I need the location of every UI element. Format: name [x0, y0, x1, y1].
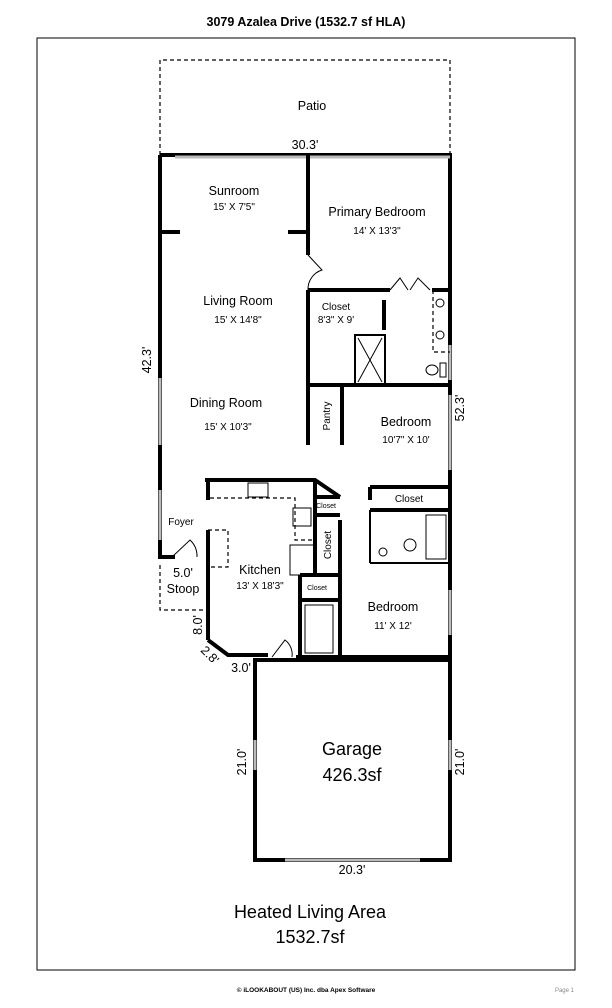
dimension-garage-right: 21.0'	[453, 749, 467, 776]
page-title: 3079 Azalea Drive (1532.7 sf HLA)	[207, 15, 406, 29]
room-dims-bedroom-2: 10'7" X 10'	[382, 435, 429, 446]
summary-label: Heated Living Area	[234, 902, 387, 922]
room-dims-sunroom: 15' X 7'5"	[213, 202, 255, 213]
dimension-garage-bottom: 20.3'	[339, 863, 366, 877]
room-label-stoop: Stoop	[167, 582, 200, 596]
room-label-bedroom-2-closet: Closet	[395, 494, 424, 505]
room-label-hall-closet: Closet	[323, 531, 334, 560]
page-frame	[36, 37, 576, 971]
dimension-kitchen-bottom: 3.0'	[231, 661, 251, 675]
dimension-right: 52.3'	[453, 395, 467, 422]
room-dims-primary-bedroom: 14' X 13'3"	[353, 226, 401, 237]
room-label-primary-bedroom: Primary Bedroom	[328, 205, 425, 219]
room-label-hall-closet-small: Closet	[316, 503, 336, 510]
dimension-left: 42.3'	[140, 347, 154, 374]
room-label-garage: Garage	[322, 739, 382, 759]
room-dims-primary-closet: 8'3" X 9'	[318, 315, 354, 326]
room-label-primary-closet: Closet	[322, 302, 351, 313]
room-label-kitchen-closet: Closet	[307, 585, 327, 592]
dimension-kitchen-side: 8.0'	[191, 615, 205, 635]
dimension-top: 30.3'	[292, 138, 319, 152]
walls	[158, 153, 452, 862]
room-dims-dining-room: 15' X 10'3"	[204, 422, 252, 433]
summary-value: 1532.7sf	[275, 927, 345, 947]
room-label-living-room: Living Room	[203, 294, 272, 308]
room-dims-living-room: 15' X 14'8"	[214, 315, 262, 326]
footer-copyright: © iLOOKABOUT (US) Inc. dba Apex Software	[237, 986, 376, 994]
room-dims-kitchen: 13' X 18'3"	[236, 581, 284, 592]
room-dims-bedroom-3: 11' X 12'	[374, 621, 412, 632]
room-label-bedroom-2: Bedroom	[381, 415, 432, 429]
room-label-sunroom: Sunroom	[209, 184, 260, 198]
patio-outline	[159, 59, 451, 155]
dimension-garage-left: 21.0'	[235, 749, 249, 776]
room-label-foyer: Foyer	[168, 517, 194, 528]
room-label-kitchen: Kitchen	[239, 563, 281, 577]
room-label-pantry: Pantry	[322, 402, 333, 431]
room-label-dining-room: Dining Room	[190, 396, 262, 410]
room-label-patio: Patio	[298, 99, 327, 113]
footer-page: Page 1	[555, 988, 575, 994]
stoop-dimension: 5.0'	[173, 566, 193, 580]
garage-area: 426.3sf	[322, 765, 382, 785]
room-label-bedroom-3: Bedroom	[368, 600, 419, 614]
